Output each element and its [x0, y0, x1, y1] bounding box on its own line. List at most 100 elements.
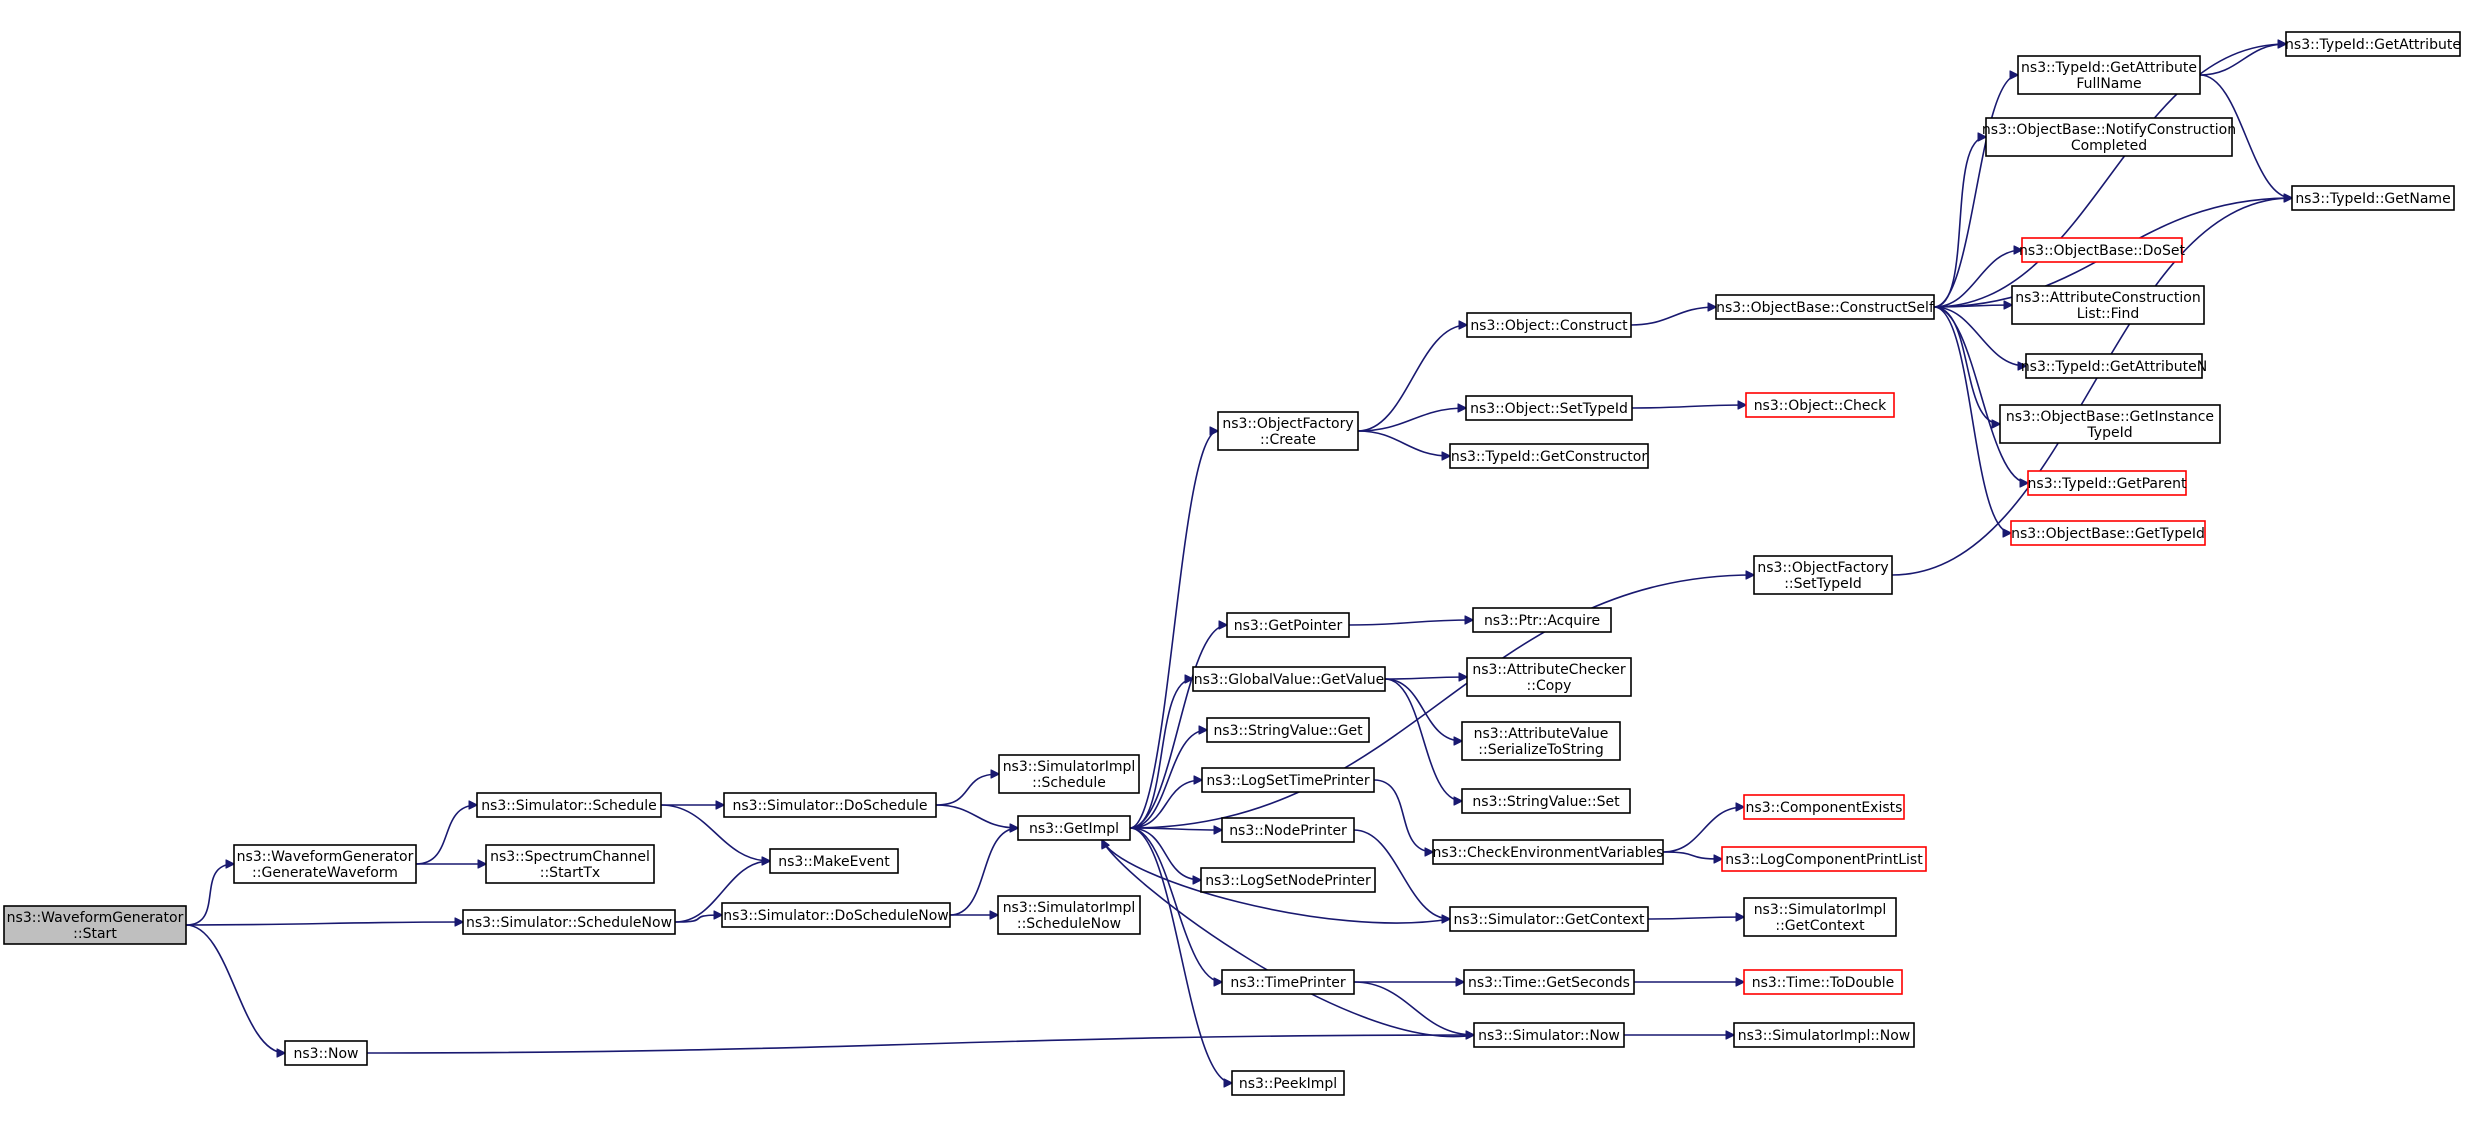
node-acchecker[interactable]: ns3::AttributeChecker::Copy — [1466, 657, 1632, 697]
node-schedule[interactable]: ns3::Simulator::Schedule — [476, 792, 662, 818]
edge-constructself-to-obgetinst — [1933, 306, 2000, 424]
node-label-acchecker-0: ns3::AttributeChecker — [1472, 662, 1626, 678]
node-label-notifyconstr-0: ns3::ObjectBase::NotifyConstruction — [1982, 122, 2236, 138]
node-doschedulenow[interactable]: ns3::Simulator::DoScheduleNow — [721, 902, 951, 928]
node-box-start — [3, 905, 187, 945]
node-box-checkenv — [1432, 839, 1664, 865]
node-simnow[interactable]: ns3::Simulator::Now — [1473, 1022, 1625, 1048]
node-label-tgetattrfull-0: ns3::TypeId::GetAttribute — [2021, 60, 2197, 76]
node-ptracquire[interactable]: ns3::Ptr::Acquire — [1472, 607, 1612, 633]
node-timegetseconds[interactable]: ns3::Time::GetSeconds — [1463, 969, 1635, 995]
node-tgetattr[interactable]: ns3::TypeId::GetAttribute — [2285, 31, 2461, 57]
node-obgettypeid[interactable]: ns3::ObjectBase::GetTypeId — [2010, 520, 2206, 546]
edge-layer — [185, 44, 2292, 1083]
node-timetodouble[interactable]: ns3::Time::ToDouble — [1743, 969, 1903, 995]
edge-gvgetvalue-to-svset — [1384, 678, 1462, 801]
node-compexists[interactable]: ns3::ComponentExists — [1743, 794, 1905, 820]
node-label-ofcreate-0: ns3::ObjectFactory — [1222, 416, 1353, 432]
node-box-acfind — [2011, 285, 2205, 325]
node-peekimpl[interactable]: ns3::PeekImpl — [1231, 1070, 1345, 1096]
node-logsetnodeprinter[interactable]: ns3::LogSetNodePrinter — [1200, 867, 1376, 893]
node-box-avserialize — [1461, 721, 1621, 761]
node-getpointer[interactable]: ns3::GetPointer — [1226, 612, 1350, 638]
edge-getimpl-to-nodeprinter — [1129, 828, 1222, 830]
node-start[interactable]: ns3::WaveformGenerator::Start — [3, 905, 187, 945]
node-starttx[interactable]: ns3::SpectrumChannel::StartTx — [485, 844, 655, 884]
node-box-schedulenow — [462, 909, 676, 935]
edge-doschedulenow-to-getimpl — [949, 828, 1018, 916]
node-box-logsetnodeprinter — [1200, 867, 1376, 893]
node-label-nodeprinter-0: ns3::NodePrinter — [1229, 823, 1347, 839]
node-tgetattrn[interactable]: ns3::TypeId::GetAttributeN — [2021, 353, 2207, 379]
node-svget[interactable]: ns3::StringValue::Get — [1206, 717, 1370, 743]
node-obdoset[interactable]: ns3::ObjectBase::DoSet — [2019, 237, 2185, 263]
node-makeevent[interactable]: ns3::MakeEvent — [769, 848, 899, 874]
node-constructself[interactable]: ns3::ObjectBase::ConstructSelf — [1715, 294, 1935, 320]
node-doschedule[interactable]: ns3::Simulator::DoSchedule — [723, 792, 937, 818]
node-now[interactable]: ns3::Now — [284, 1040, 368, 1066]
node-simgetcontext[interactable]: ns3::Simulator::GetContext — [1449, 906, 1649, 932]
node-box-ofsettypeid — [1753, 555, 1893, 595]
node-box-doschedule — [723, 792, 937, 818]
node-gvgetvalue[interactable]: ns3::GlobalValue::GetValue — [1192, 666, 1386, 692]
node-box-getpointer — [1226, 612, 1350, 638]
node-label-ofsettypeid-1: ::SetTypeId — [1784, 576, 1862, 592]
edge-start-to-schedulenow — [185, 922, 463, 925]
node-logsettimeprinter[interactable]: ns3::LogSetTimePrinter — [1201, 767, 1375, 793]
node-schedulenow[interactable]: ns3::Simulator::ScheduleNow — [462, 909, 676, 935]
node-label-implschedule-0: ns3::SimulatorImpl — [1003, 759, 1136, 775]
node-label-notifyconstr-1: Completed — [2071, 138, 2147, 154]
edge-constructself-to-obdoset — [1933, 250, 2022, 308]
node-genwave[interactable]: ns3::WaveformGenerator::GenerateWaveform — [233, 844, 417, 884]
node-box-obgettypeid — [2010, 520, 2206, 546]
node-box-constructself — [1715, 294, 1935, 320]
node-tgetname[interactable]: ns3::TypeId::GetName — [2291, 185, 2455, 211]
node-label-ptracquire-0: ns3::Ptr::Acquire — [1484, 613, 1600, 629]
node-implschedule[interactable]: ns3::SimulatorImpl::Schedule — [998, 754, 1140, 794]
node-box-timeprinter — [1221, 969, 1355, 995]
node-box-genwave — [233, 844, 417, 884]
edge-constructself-to-acfind — [1933, 305, 2012, 307]
node-label-implschedulenow-1: ::ScheduleNow — [1017, 916, 1121, 932]
edge-gvgetvalue-to-acchecker — [1384, 677, 1467, 679]
edge-ofcreate-to-objsettypeid — [1357, 408, 1466, 432]
node-box-svget — [1206, 717, 1370, 743]
edge-simgetcontext-to-implgetcontext — [1647, 917, 1744, 919]
node-label-implgetcontext-1: ::GetContext — [1775, 918, 1865, 934]
node-getimpl[interactable]: ns3::GetImpl — [1017, 815, 1131, 841]
node-implschedulenow[interactable]: ns3::SimulatorImpl::ScheduleNow — [997, 895, 1141, 935]
node-notifyconstr[interactable]: ns3::ObjectBase::NotifyConstructionCompl… — [1982, 117, 2236, 157]
node-avserialize[interactable]: ns3::AttributeValue::SerializeToString — [1461, 721, 1621, 761]
edge-gvgetvalue-to-avserialize — [1384, 678, 1462, 741]
edge-nodeprinter-to-simgetcontext — [1353, 829, 1450, 919]
node-label-now-0: ns3::Now — [294, 1046, 359, 1062]
node-logcompprint[interactable]: ns3::LogComponentPrintList — [1721, 846, 1927, 872]
node-checkenv[interactable]: ns3::CheckEnvironmentVariables — [1432, 839, 1664, 865]
node-objcheck[interactable]: ns3::Object::Check — [1745, 392, 1895, 418]
node-implgetcontext[interactable]: ns3::SimulatorImpl::GetContext — [1743, 897, 1897, 937]
node-box-timetodouble — [1743, 969, 1903, 995]
node-timeprinter[interactable]: ns3::TimePrinter — [1221, 969, 1355, 995]
node-svset[interactable]: ns3::StringValue::Set — [1461, 788, 1631, 814]
node-nodeprinter[interactable]: ns3::NodePrinter — [1221, 817, 1355, 843]
node-box-compexists — [1743, 794, 1905, 820]
node-implnow[interactable]: ns3::SimulatorImpl::Now — [1733, 1022, 1915, 1048]
node-label-obgettypeid-0: ns3::ObjectBase::GetTypeId — [2011, 526, 2205, 542]
edge-ofcreate-to-objconstruct — [1357, 325, 1467, 432]
node-getconstructor[interactable]: ns3::TypeId::GetConstructor — [1449, 443, 1649, 469]
node-ofsettypeid[interactable]: ns3::ObjectFactory::SetTypeId — [1753, 555, 1893, 595]
edge-ofcreate-to-getconstructor — [1357, 430, 1450, 456]
edge-getimpl-to-logsetnodeprinter — [1129, 827, 1201, 880]
node-box-implschedulenow — [997, 895, 1141, 935]
node-ofcreate[interactable]: ns3::ObjectFactory::Create — [1217, 411, 1359, 451]
node-tgetparent[interactable]: ns3::TypeId::GetParent — [2027, 470, 2187, 496]
edge-constructself-to-tgetattrfull — [1933, 75, 2018, 308]
node-objsettypeid[interactable]: ns3::Object::SetTypeId — [1465, 395, 1633, 421]
node-box-implschedule — [998, 754, 1140, 794]
node-box-objsettypeid — [1465, 395, 1633, 421]
node-objconstruct[interactable]: ns3::Object::Construct — [1466, 312, 1632, 338]
edge-getimpl-to-ofcreate — [1129, 431, 1218, 829]
